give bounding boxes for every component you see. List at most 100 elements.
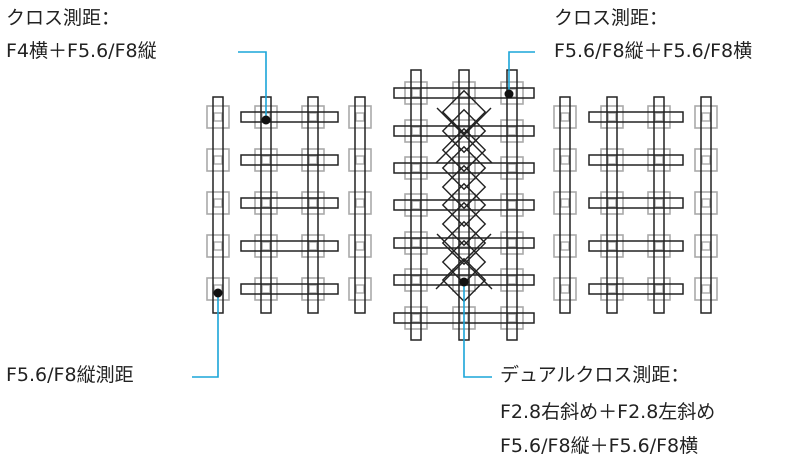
af-point-frame xyxy=(647,191,671,215)
horizontal-sensor-bar xyxy=(393,162,535,174)
af-point-frame xyxy=(600,234,624,258)
af-point-frame xyxy=(500,119,524,143)
af-point-center xyxy=(411,313,421,323)
label-top-right-detail: F5.6/F8縦＋F5.6/F8横 xyxy=(554,40,753,62)
vertical-sensors xyxy=(212,69,712,341)
diagonal-sensor xyxy=(441,257,487,303)
af-point-frame xyxy=(301,148,325,172)
diagonal-sensor xyxy=(441,89,487,135)
af-point-frame xyxy=(404,306,428,330)
label-bottom-right-detail-1: F2.8右斜め＋F2.8左斜め xyxy=(500,401,716,423)
leader-bottom-left xyxy=(192,296,219,378)
af-point-frame xyxy=(206,105,230,129)
af-point-center xyxy=(213,155,223,165)
label-bottom-left: F5.6/F8縦測距 xyxy=(6,364,134,386)
af-point-frame xyxy=(254,277,278,301)
af-point-center xyxy=(701,241,711,251)
diagonal-stroke xyxy=(435,233,492,290)
af-point-center xyxy=(607,241,617,251)
af-point-frame xyxy=(647,105,671,129)
af-point-center xyxy=(560,198,570,208)
af-point-frame xyxy=(301,191,325,215)
af-point-frame xyxy=(500,231,524,255)
label-bottom-right-detail-2: F5.6/F8縦＋F5.6/F8横 xyxy=(500,435,699,457)
af-point-center xyxy=(355,155,365,165)
horizontal-sensor-bar xyxy=(588,283,684,295)
af-point-frame xyxy=(553,105,577,129)
leader-bottom-right xyxy=(463,282,492,378)
af-point-frame xyxy=(206,234,230,258)
diagonal-sensors xyxy=(435,89,493,303)
af-point-center xyxy=(213,198,223,208)
af-point-center xyxy=(261,155,271,165)
af-point-center xyxy=(507,200,517,210)
af-point-center xyxy=(560,241,570,251)
af-point-frame xyxy=(404,119,428,143)
af-point-frame xyxy=(254,191,278,215)
af-point-frame xyxy=(206,191,230,215)
af-point-center xyxy=(507,238,517,248)
leader-top-right xyxy=(508,51,535,92)
highlight-dot xyxy=(504,89,514,99)
af-point-center xyxy=(507,313,517,323)
af-point-center xyxy=(308,198,318,208)
highlight-dot xyxy=(261,115,271,125)
vertical-sensor-bar xyxy=(559,96,571,314)
af-point-center xyxy=(411,238,421,248)
horizontal-sensor-bar xyxy=(393,87,535,99)
af-point-frame xyxy=(553,148,577,172)
horizontal-sensor-bar xyxy=(588,197,684,209)
leader-lines xyxy=(192,51,535,378)
horizontal-sensor-bar xyxy=(588,240,684,252)
leader-top-left xyxy=(238,51,267,118)
diagonal-sensor xyxy=(441,108,487,154)
af-point-center xyxy=(261,198,271,208)
horizontal-sensor-bar xyxy=(240,154,339,166)
horizontal-sensor-bar xyxy=(240,240,339,252)
af-point-frame xyxy=(348,277,372,301)
af-point-center xyxy=(560,284,570,294)
af-point-frame xyxy=(404,268,428,292)
af-point-center xyxy=(560,155,570,165)
af-point-center xyxy=(701,112,711,122)
af-point-frame xyxy=(500,193,524,217)
af-point-frame xyxy=(647,234,671,258)
af-point-frame xyxy=(301,105,325,129)
af-point-center xyxy=(213,241,223,251)
af-point-center xyxy=(308,112,318,122)
af-point-center xyxy=(701,198,711,208)
af-point-frame xyxy=(647,148,671,172)
af-point-frame xyxy=(206,148,230,172)
af-point-center xyxy=(411,163,421,173)
af-point-frame xyxy=(694,234,718,258)
af-point-frame xyxy=(500,156,524,180)
af-point-center xyxy=(459,88,469,98)
af-point-center xyxy=(308,284,318,294)
af-point-frame xyxy=(452,193,476,217)
label-top-left-title: クロス測距： xyxy=(6,7,121,29)
af-point-frame xyxy=(694,105,718,129)
af-point-frame xyxy=(694,277,718,301)
af-point-center xyxy=(355,198,365,208)
af-point-frame xyxy=(600,148,624,172)
af-point-frame xyxy=(254,148,278,172)
af-point-center xyxy=(411,126,421,136)
af-point-center xyxy=(355,241,365,251)
vertical-sensor-bar xyxy=(307,96,319,314)
af-point-center xyxy=(411,88,421,98)
diagonal-sensor xyxy=(441,127,487,173)
vertical-sensor-bar xyxy=(506,69,518,341)
af-point-frame xyxy=(553,234,577,258)
af-point-frame xyxy=(694,148,718,172)
af-point-frame xyxy=(404,193,428,217)
af-point-frame xyxy=(404,231,428,255)
af-point-frame xyxy=(301,277,325,301)
af-point-center xyxy=(213,112,223,122)
diagonal-stroke xyxy=(436,233,493,290)
af-point-center xyxy=(607,198,617,208)
af-point-center xyxy=(701,155,711,165)
af-point-frame xyxy=(452,156,476,180)
af-point-center xyxy=(308,241,318,251)
af-point-center xyxy=(411,200,421,210)
